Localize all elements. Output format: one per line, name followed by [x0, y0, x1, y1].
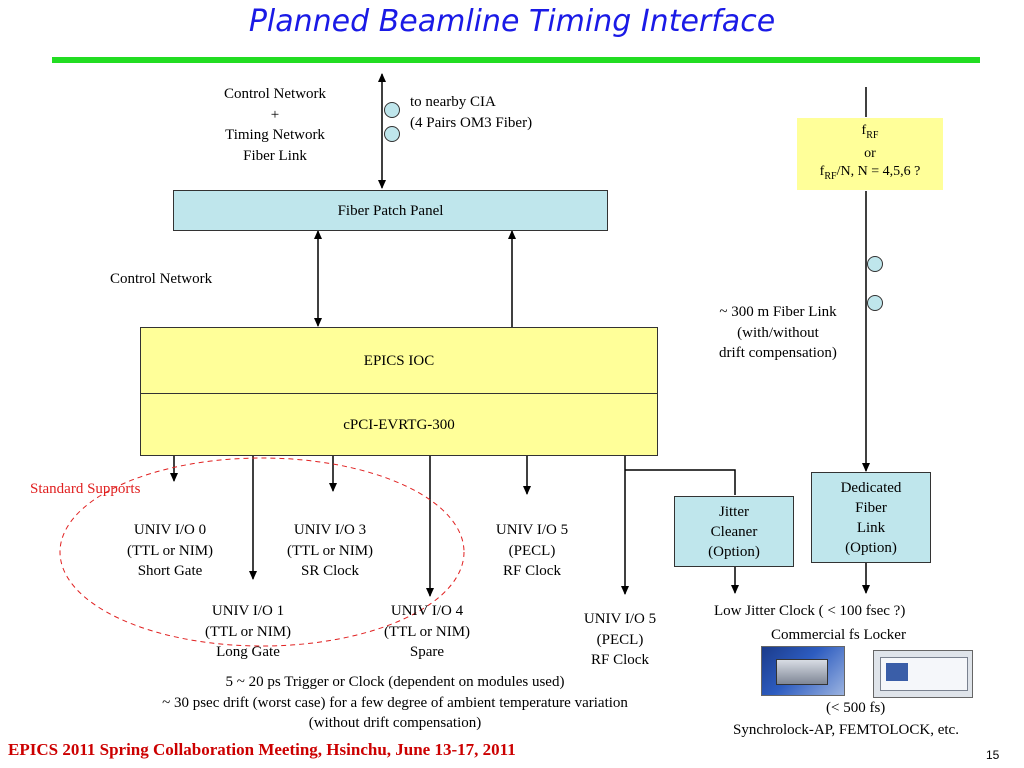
jitter-cleaner-box: Jitter Cleaner (Option) — [674, 496, 794, 567]
commercial-locker-label: Commercial fs Locker — [771, 627, 906, 643]
device-display-shape — [886, 663, 908, 681]
standard-supports-label: Standard Supports — [30, 481, 141, 497]
label-line: UNIV I/O 1 — [211, 603, 285, 619]
fiber-link-300m-label: ~ 300 m Fiber Link (with/without drift c… — [690, 302, 866, 364]
label-line: Spare — [409, 644, 445, 660]
control-timing-network-label: Control Network + Timing Network Fiber L… — [205, 84, 345, 166]
fiber-connector — [384, 102, 400, 118]
epics-ioc-box: EPICS IOC — [140, 327, 658, 394]
fiber-patch-panel-label: Fiber Patch Panel — [337, 202, 444, 219]
label-line: (with/without — [737, 324, 819, 341]
page-number: 15 — [986, 748, 1000, 762]
label-line: Control Network — [223, 86, 327, 102]
label-line: (4 Pairs OM3 Fiber) — [410, 114, 533, 131]
note-line: 5 ~ 20 ps Trigger or Clock (dependent on… — [225, 674, 565, 690]
device-body-shape — [776, 659, 828, 685]
label-line: + — [270, 106, 280, 123]
univ-io-0-label: UNIV I/O 0 (TTL or NIM) Short Gate — [105, 520, 235, 582]
low-jitter-clock-label: Low Jitter Clock ( < 100 fsec ?) — [714, 603, 906, 619]
title-underline — [52, 57, 980, 63]
label-line: Fiber — [855, 499, 887, 516]
label-line: (TTL or NIM) — [286, 542, 374, 559]
fiber-patch-panel: Fiber Patch Panel — [173, 190, 608, 231]
note-line: ~ 30 psec drift (worst case) for a few d… — [162, 694, 628, 711]
evr-label: cPCI-EVRTG-300 — [343, 416, 455, 433]
label-line: RF Clock — [503, 563, 561, 579]
label-line: to nearby CIA — [410, 94, 496, 110]
label-line: Link — [856, 519, 886, 536]
fiber-connector — [867, 295, 883, 311]
synchrolock-label: Synchrolock-AP, FEMTOLOCK, etc. — [733, 722, 959, 738]
frf-line-1: fRF — [861, 123, 879, 141]
frf-box: fRF or fRF/N, N = 4,5,6 ? — [797, 118, 943, 190]
label-line: (TTL or NIM) — [126, 542, 214, 559]
evr-box: cPCI-EVRTG-300 — [140, 393, 658, 456]
label-line: UNIV I/O 0 — [133, 522, 207, 538]
label-line: SR Clock — [301, 563, 359, 579]
label-line: Fiber Link — [243, 147, 307, 164]
label-line: UNIV I/O 5 — [495, 522, 569, 538]
label-line: (PECL) — [596, 631, 644, 648]
label-line: (TTL or NIM) — [383, 623, 471, 640]
label-line: Timing Network — [225, 127, 325, 143]
label-line: (PECL) — [508, 542, 556, 559]
epics-ioc-label: EPICS IOC — [363, 353, 435, 369]
fiber-connector — [384, 126, 400, 142]
cia-label: to nearby CIA (4 Pairs OM3 Fiber) — [410, 92, 532, 133]
univ-io-1-label: UNIV I/O 1 (TTL or NIM) Long Gate — [183, 601, 313, 663]
univ-io-5b-label: UNIV I/O 5 (PECL) RF Clock — [555, 609, 685, 671]
label-line: UNIV I/O 3 — [293, 522, 367, 538]
label-line: ~ 300 m Fiber Link — [719, 304, 837, 320]
timing-notes: 5 ~ 20 ps Trigger or Clock (dependent on… — [120, 672, 670, 734]
label-line: (Option) — [845, 539, 897, 556]
univ-io-5-label: UNIV I/O 5 (PECL) RF Clock — [467, 520, 597, 582]
femtolock-image — [873, 650, 973, 698]
synchrolock-image — [761, 646, 845, 696]
univ-io-3-label: UNIV I/O 3 (TTL or NIM) SR Clock — [265, 520, 395, 582]
label-line: RF Clock — [591, 652, 649, 668]
label-line: drift compensation) — [719, 345, 837, 361]
frf-line-2: or — [864, 146, 876, 161]
label-line: Cleaner — [710, 523, 758, 540]
label-line: (Option) — [708, 543, 760, 560]
control-network-label: Control Network — [110, 271, 213, 287]
univ-io-4-label: UNIV I/O 4 (TTL or NIM) Spare — [362, 601, 492, 663]
label-line: Jitter — [719, 503, 749, 520]
footer-meeting: EPICS 2011 Spring Collaboration Meeting,… — [8, 740, 516, 759]
label-line: Short Gate — [137, 563, 203, 579]
frf-line-3: fRF/N, N = 4,5,6 ? — [819, 164, 921, 182]
lt500fs-label: (< 500 fs) — [826, 700, 886, 716]
note-line: (without drift compensation) — [308, 715, 482, 731]
label-line: UNIV I/O 5 — [583, 611, 657, 627]
page-title: Planned Beamline Timing Interface — [248, 4, 776, 39]
standard-supports-ellipse — [59, 457, 465, 647]
label-line: Long Gate — [216, 644, 280, 660]
fiber-connector — [867, 256, 883, 272]
label-line: (TTL or NIM) — [204, 623, 292, 640]
label-line: UNIV I/O 4 — [390, 603, 464, 619]
dedicated-fiber-link-box: Dedicated Fiber Link (Option) — [811, 472, 931, 563]
label-line: Dedicated — [840, 479, 902, 496]
